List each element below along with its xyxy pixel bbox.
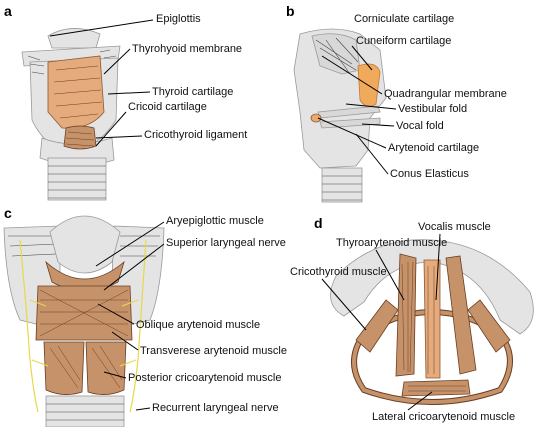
label-aryepiglottic-muscle: Aryepiglottic muscle — [166, 215, 264, 227]
label-thyrohyoid-membrane: Thyrohyoid membrane — [132, 43, 242, 55]
label-cuneiform-cartilage: Cuneiform cartilage — [356, 35, 451, 47]
leader-posterior-cricoarytenoid-muscle — [103, 371, 127, 379]
panel-c: c Aryepiglottic muscle — [3, 205, 287, 427]
panel-c-letter: c — [4, 205, 12, 221]
leader-transverse-arytenoid-muscle — [111, 331, 139, 351]
panel-d: d Vocalis muscle Thyroarytenoid muscle — [290, 215, 534, 423]
leader-arytenoid-cartilage — [317, 117, 387, 149]
panel-b-larynx-sagittal-view — [293, 28, 387, 203]
leader-oblique-arytenoid-muscle — [97, 303, 135, 325]
leader-aryepiglottic-muscle — [95, 221, 165, 267]
leader-cricothyroid-ligament — [95, 135, 143, 139]
label-thyroid-cartilage: Thyroid cartilage — [152, 86, 233, 98]
leader-vestibular-fold — [345, 103, 397, 110]
label-corniculate-cartilage: Corniculate cartilage — [354, 13, 454, 25]
laryngeal-nerves — [19, 239, 147, 413]
label-quadrangular-membrane: Quadrangular membrane — [384, 88, 507, 100]
label-lateral-cricoarytenoid-muscle: Lateral cricoarytenoid muscle — [372, 411, 515, 423]
label-epiglottis: Epiglottis — [156, 13, 201, 25]
leader-thyrohyoid-membrane — [103, 48, 131, 75]
label-oblique-arytenoid-muscle: Oblique arytenoid muscle — [136, 319, 260, 331]
panel-a-letter: a — [4, 3, 12, 19]
panel-b: b Corniculate cartilage Cuneiform cartil… — [286, 3, 507, 203]
leader-recurrent-laryngeal-nerve — [135, 407, 151, 411]
leader-lateral-cricoarytenoid-muscle — [407, 391, 433, 411]
label-thyroarytenoid-muscle: Thyroarytenoid muscle — [336, 237, 447, 249]
trachea-sagittal — [321, 167, 363, 203]
label-transverse-arytenoid-muscle: Transverese arytenoid muscle — [140, 345, 287, 357]
thyroarytenoid-muscle-right — [445, 255, 477, 375]
quadrangular-membrane-shape — [357, 63, 381, 107]
thyroarytenoid-muscle-shape — [395, 253, 417, 377]
arytenoid-cartilage-shape — [310, 113, 322, 123]
leader-vocalis-muscle — [435, 233, 441, 301]
label-cricoid-cartilage: Cricoid cartilage — [128, 101, 207, 113]
panel-d-larynx-superior-view — [330, 239, 534, 405]
label-arytenoid-cartilage: Arytenoid cartilage — [388, 142, 479, 154]
label-conus-elasticus: Conus Elasticus — [390, 168, 469, 180]
panel-a-larynx-front-view — [21, 28, 121, 201]
panel-c-larynx-posterior-view — [3, 215, 165, 427]
cricothyroid-muscle-right — [467, 299, 511, 353]
leader-cricothyroid-muscle — [321, 278, 367, 331]
trachea-posterior — [45, 395, 125, 427]
leader-thyroarytenoid-muscle — [375, 249, 405, 301]
panel-b-letter: b — [286, 3, 295, 19]
label-recurrent-laryngeal-nerve: Recurrent laryngeal nerve — [152, 402, 279, 414]
leader-vocal-fold — [361, 123, 395, 127]
leader-epiglottis — [49, 19, 154, 37]
larynx-sagittal-shape — [293, 28, 387, 169]
leader-cuneiform-cartilage — [351, 45, 373, 71]
leader-cricoid-cartilage — [95, 111, 127, 147]
label-vocal-fold: Vocal fold — [396, 120, 444, 132]
label-posterior-cricoarytenoid-muscle: Posterior cricoarytenoid muscle — [128, 372, 281, 384]
label-cricothyroid-muscle: Cricothyroid muscle — [290, 266, 387, 278]
label-vocalis-muscle: Vocalis muscle — [418, 221, 491, 233]
leader-superior-laryngeal-nerve — [103, 243, 165, 291]
lateral-cricoarytenoid-shape — [401, 379, 471, 397]
leader-conus-elasticus — [355, 133, 389, 175]
trachea — [47, 157, 107, 201]
label-vestibular-fold: Vestibular fold — [398, 103, 467, 115]
label-superior-laryngeal-nerve: Superior laryngeal nerve — [166, 237, 286, 249]
epiglottis-shape — [47, 28, 101, 49]
leader-quadrangular-membrane — [321, 55, 383, 95]
thyroid-ring-superior — [330, 239, 534, 335]
label-cricothyroid-ligament: Cricothyroid ligament — [144, 129, 247, 141]
panel-d-letter: d — [314, 215, 323, 231]
epiglottis-posterior — [49, 215, 121, 274]
panel-a: a Epiglottis Thyrohyo — [4, 3, 247, 201]
leader-thyroid-cartilage — [107, 91, 151, 95]
